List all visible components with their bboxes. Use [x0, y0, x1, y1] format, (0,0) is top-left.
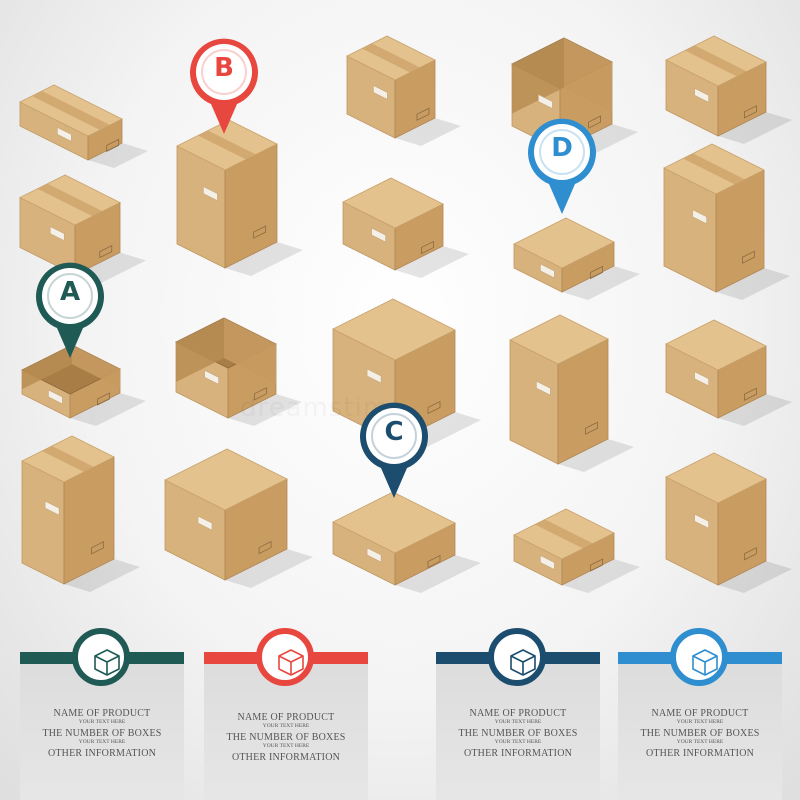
other-info: OTHER INFORMATION	[463, 748, 573, 760]
box-8	[513, 217, 640, 300]
product-text: YOUR TEXT HERE	[494, 719, 542, 725]
box-11	[175, 317, 302, 426]
box-3	[346, 35, 461, 146]
box-17	[332, 491, 481, 593]
other-info: OTHER INFORMATION	[645, 748, 755, 760]
pin-c-letter: C	[384, 417, 404, 447]
card-ring	[670, 628, 728, 686]
box-icon	[278, 649, 304, 676]
pin-c-marker	[360, 402, 428, 498]
box-9	[663, 143, 790, 300]
pin-a: A	[30, 262, 110, 362]
box-5	[665, 35, 792, 144]
product-text: YOUR TEXT HERE	[676, 719, 724, 725]
box-icon	[510, 649, 536, 676]
box-10	[21, 344, 146, 426]
pin-d-letter: D	[551, 133, 573, 163]
pin-d-marker	[528, 118, 596, 214]
box-count: THE NUMBER OF BOXES	[42, 728, 162, 740]
box-1	[19, 84, 148, 168]
pin-a-marker	[36, 262, 105, 358]
other-info: OTHER INFORMATION	[47, 748, 157, 760]
card-ring	[72, 628, 130, 686]
count-text: YOUR TEXT HERE	[494, 739, 542, 746]
info-card-c: NAME OF PRODUCT YOUR TEXT HERE THE NUMBE…	[436, 616, 600, 800]
card-ring	[488, 628, 546, 686]
box-18	[513, 508, 640, 593]
pin-b: B	[184, 38, 264, 138]
pin-b-letter: B	[214, 53, 234, 83]
product-text: YOUR TEXT HERE	[78, 719, 126, 725]
product-name: NAME OF PRODUCT	[469, 708, 567, 719]
product-name: NAME OF PRODUCT	[237, 712, 335, 723]
card-texts: NAME OF PRODUCT YOUR TEXT HERE THE NUMBE…	[204, 712, 368, 763]
box-15	[21, 435, 140, 592]
box-count: THE NUMBER OF BOXES	[640, 728, 760, 740]
box-count: THE NUMBER OF BOXES	[458, 728, 578, 740]
boxes-scene	[19, 35, 792, 593]
pin-c: C	[354, 402, 434, 502]
box-icon	[94, 649, 120, 676]
pin-d: D	[522, 118, 602, 218]
product-name: NAME OF PRODUCT	[53, 708, 151, 719]
box-14	[665, 319, 792, 426]
box-icon	[692, 649, 718, 676]
other-info: OTHER INFORMATION	[231, 752, 341, 764]
product-text: YOUR TEXT HERE	[262, 723, 310, 729]
pin-b-marker	[190, 38, 258, 134]
box-count: THE NUMBER OF BOXES	[226, 732, 346, 744]
pin-a-letter: A	[59, 277, 81, 307]
card-texts: NAME OF PRODUCT YOUR TEXT HERE THE NUMBE…	[20, 708, 184, 759]
count-text: YOUR TEXT HERE	[676, 739, 724, 746]
count-text: YOUR TEXT HERE	[262, 743, 310, 750]
info-card-a: NAME OF PRODUCT YOUR TEXT HERE THE NUMBE…	[20, 616, 184, 800]
box-2	[176, 119, 303, 276]
box-6	[19, 174, 146, 283]
card-ring	[256, 628, 314, 686]
box-7	[342, 177, 469, 278]
card-texts: NAME OF PRODUCT YOUR TEXT HERE THE NUMBE…	[618, 708, 782, 759]
card-texts: NAME OF PRODUCT YOUR TEXT HERE THE NUMBE…	[436, 708, 600, 759]
box-13	[509, 314, 634, 472]
box-16	[164, 448, 313, 588]
info-card-d: NAME OF PRODUCT YOUR TEXT HERE THE NUMBE…	[618, 616, 782, 800]
count-text: YOUR TEXT HERE	[78, 739, 126, 746]
info-card-b: NAME OF PRODUCT YOUR TEXT HERE THE NUMBE…	[204, 616, 368, 800]
product-name: NAME OF PRODUCT	[651, 708, 749, 719]
box-19	[665, 452, 792, 593]
